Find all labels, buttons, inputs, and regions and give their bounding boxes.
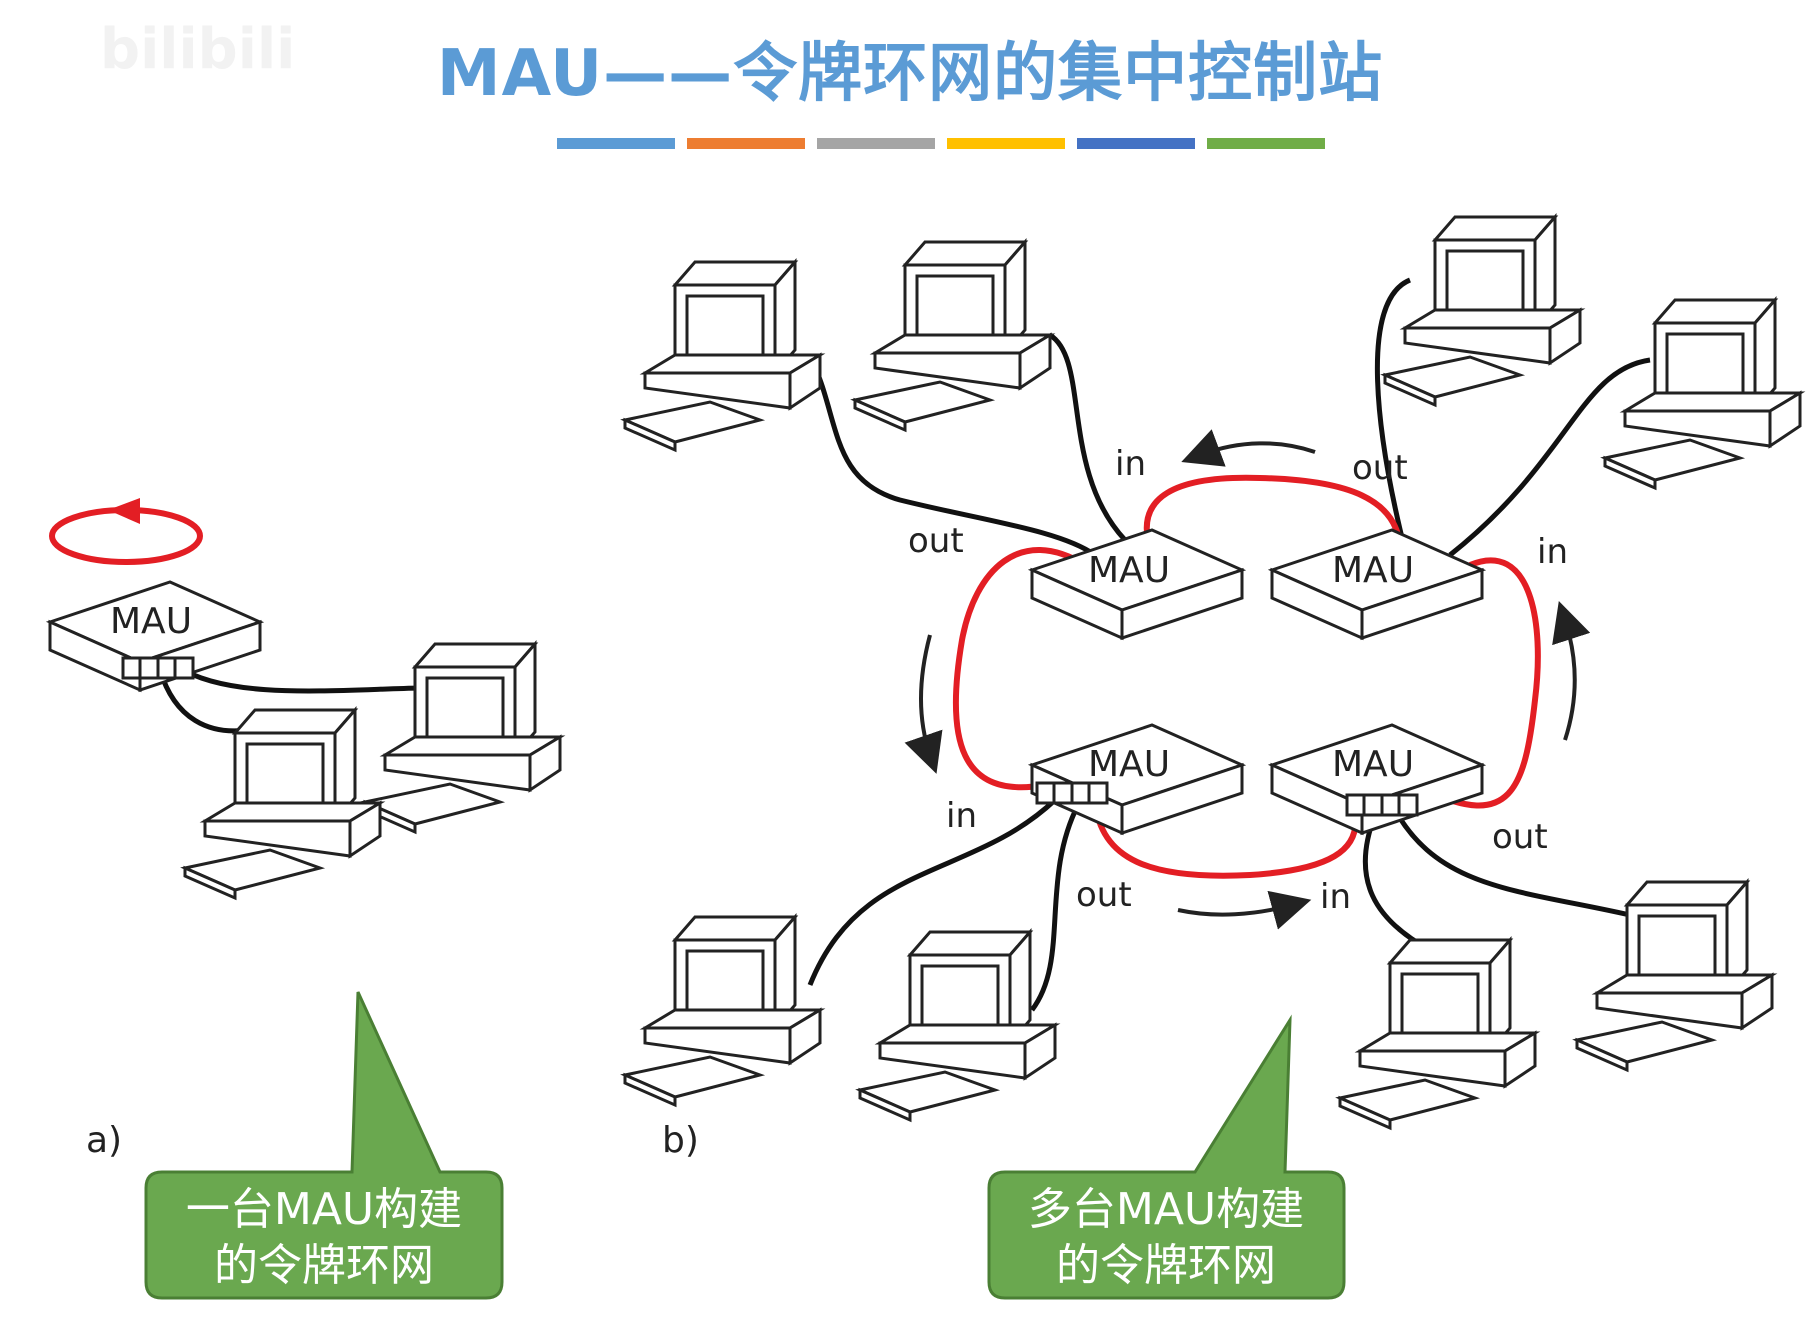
flow-arrow-icon (1181, 429, 1316, 467)
cable-b-3 (1374, 277, 1412, 551)
port-label-in: in (946, 796, 977, 836)
divider-bar-1 (557, 138, 675, 149)
ring-link-top (1143, 474, 1403, 546)
cable-b-7 (1362, 814, 1432, 953)
computer-icon (363, 642, 562, 834)
computer-icon (1383, 215, 1582, 407)
port-label-in: in (1320, 877, 1351, 917)
title-divider (557, 138, 1325, 149)
computer-icon (623, 260, 822, 452)
page-title: MAU——令牌环网的集中控制站 (436, 37, 1384, 111)
bilibili-watermark: bilibili (100, 17, 295, 82)
callout-b-line1: 多台MAU构建 (1028, 1184, 1304, 1235)
callout-a-line2: 的令牌环网 (214, 1240, 434, 1291)
ring-link-left (952, 547, 1087, 791)
port-label-out: out (908, 521, 964, 561)
computer-icon (1338, 938, 1537, 1130)
cable-b-4 (1448, 357, 1651, 557)
port-label-out: out (1076, 875, 1132, 915)
cable-b-5 (807, 798, 1057, 986)
cable-b-2 (1048, 332, 1127, 542)
diagram-a-label: a) (86, 1120, 122, 1161)
divider-bar-4 (947, 138, 1065, 149)
divider-bar-6 (1207, 138, 1325, 149)
flow-arrow-icon (1177, 890, 1312, 930)
ring-arrowhead (108, 498, 140, 524)
cable-b-1 (809, 358, 1097, 558)
mau-a-label: MAU (110, 601, 192, 642)
ring-link-bottom (1092, 799, 1359, 879)
diagram-b: MAU MAU MAU MAU in out out in in out out… (623, 215, 1802, 1161)
port-label-in: in (1537, 532, 1568, 572)
cable-b-6 (1030, 803, 1081, 1012)
mau-label: MAU (1332, 550, 1414, 591)
mau-label: MAU (1332, 744, 1414, 785)
callout-a: 一台MAU构建 的令牌环网 (144, 991, 504, 1300)
computer-icon (623, 915, 822, 1107)
computer-icon (1603, 298, 1802, 490)
diagram-b-label: b) (662, 1120, 699, 1161)
computer-icon (183, 708, 382, 900)
cable-a-1 (176, 664, 421, 694)
divider-bar-3 (817, 138, 935, 149)
divider-bar-5 (1077, 138, 1195, 149)
divider-bar-2 (687, 138, 805, 149)
mau-label: MAU (1088, 550, 1170, 591)
callout-a-line1: 一台MAU构建 (186, 1184, 462, 1235)
mau-label: MAU (1088, 744, 1170, 785)
flow-arrow-icon (1552, 600, 1591, 741)
port-label-out: out (1352, 448, 1408, 488)
ring-link-right (1423, 557, 1541, 809)
cable-b-8 (1392, 808, 1631, 918)
port-label-out: out (1492, 817, 1548, 857)
computer-icon (858, 930, 1057, 1122)
callout-b: 多台MAU构建 的令牌环网 (987, 1014, 1346, 1300)
watermark-text: bilibili (100, 17, 295, 82)
computer-icon (853, 240, 1052, 432)
callout-b-line2: 的令牌环网 (1056, 1240, 1276, 1291)
flow-arrow-icon (904, 634, 943, 774)
diagram-a: MAU a) (48, 498, 562, 1161)
port-label-in: in (1115, 444, 1146, 484)
